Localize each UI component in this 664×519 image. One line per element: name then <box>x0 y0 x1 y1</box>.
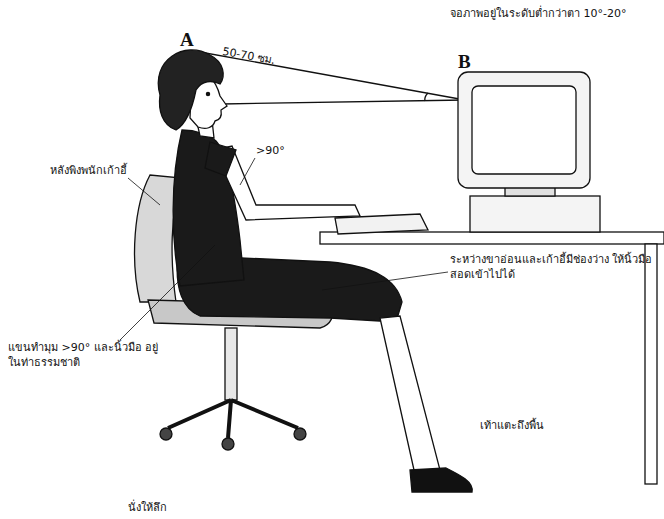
note-text: ระหว่างขาอ่อนและเก้าอี้มีช่องว่าง ให้นิ้… <box>450 252 660 282</box>
horizontal-line <box>222 100 465 104</box>
note-text: นั่งให้ลึก <box>128 500 228 515</box>
angle-arc <box>425 93 428 101</box>
monitor <box>458 72 590 188</box>
note-text: หลังพิงพนักเก้าอี้ <box>50 163 170 178</box>
dimension-label: 50-70 ซม. <box>221 44 312 74</box>
note-text: จอภาพอยู่ในระดับต่ำกว่าตา 10°-20° <box>450 6 660 21</box>
monitor-screen <box>472 86 576 174</box>
leader-lines <box>120 158 448 340</box>
hair <box>158 50 223 130</box>
computer-unit <box>470 196 600 232</box>
desk-leg <box>645 244 657 484</box>
chair-wheel <box>294 428 306 440</box>
leader-line <box>120 245 215 340</box>
shoe <box>410 468 472 492</box>
point-label: B <box>458 52 488 72</box>
note-text: เท้าแตะถึงพื้น <box>480 418 600 433</box>
sleeve <box>205 142 236 176</box>
chair-wheel <box>222 438 234 450</box>
leader-line <box>240 158 255 185</box>
chair-wheel <box>160 428 172 440</box>
leader-line <box>322 272 448 290</box>
leader-line <box>128 178 160 205</box>
chair-pole <box>225 328 237 400</box>
chair-base <box>168 400 298 438</box>
leg <box>380 316 440 470</box>
desk-top <box>320 232 664 244</box>
angle-label: >90° <box>256 143 316 158</box>
note-text: แขนทำมุม >90° และนิ้วมือ อยู่ในท่าธรรมชา… <box>8 340 168 370</box>
eye <box>206 92 209 95</box>
woman <box>158 50 472 492</box>
dress <box>173 130 244 286</box>
point-label: A <box>180 30 210 50</box>
arm <box>214 146 360 220</box>
